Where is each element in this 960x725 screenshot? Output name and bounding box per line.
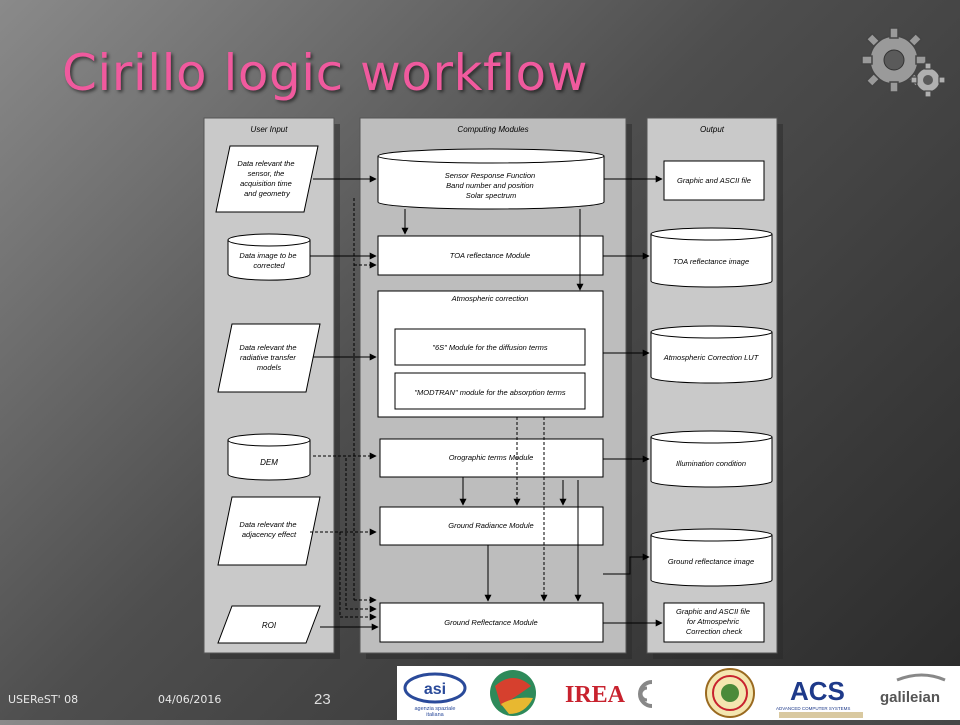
svg-text:ADVANCED COMPUTER SYSTEMS: ADVANCED COMPUTER SYSTEMS <box>776 706 850 711</box>
svg-text:Ground Radiance Module: Ground Radiance Module <box>448 521 533 530</box>
svg-text:agenzia spaziale: agenzia spaziale <box>415 706 456 712</box>
slide-title: Cirillo logic workflow <box>62 44 588 102</box>
svg-text:Data relevant the radiat: Data relevant the radiative transfer mod… <box>239 343 298 372</box>
university-seal-logo <box>705 668 755 718</box>
input-adjacency-data: Data relevant the adjacency effect <box>217 496 321 566</box>
svg-text:ROI: ROI <box>262 621 277 630</box>
footer-event: USEReST' 08 <box>8 693 79 706</box>
module-atmospheric-correction: Atmospheric correction "6S" Module for t… <box>377 290 604 418</box>
module-orographic-terms: Orographic terms Module <box>379 438 604 478</box>
module-ground-radiance: Ground Radiance Module <box>379 506 604 546</box>
svg-text:TOA reflectance image: TOA reflectance image <box>673 257 749 266</box>
module-6s <box>394 328 586 366</box>
module-sensor-response: Sensor Response Function Band number and… <box>377 148 605 210</box>
irea-logo: IREA <box>565 680 653 708</box>
dashed-flow-arrows <box>310 198 548 621</box>
svg-text:DEM: DEM <box>260 458 278 467</box>
svg-text:Data relevant the sensor: Data relevant the sensor, the acquisitio… <box>237 159 296 198</box>
footer-date: 04/06/2016 <box>158 693 222 706</box>
svg-text:Atmospheric correction: Atmospheric correction <box>451 294 529 303</box>
output-correction-lut: Atmospheric Correction LUT <box>650 325 773 384</box>
output-toa-image: TOA reflectance image <box>650 227 773 288</box>
output-correction-check: Graphic and ASCII file for Atmospehric C… <box>663 602 765 643</box>
svg-text:"6S" Module for the diffusion: "6S" Module for the diffusion terms <box>432 343 548 352</box>
globe-logo <box>490 670 536 716</box>
svg-text:Graphic and ASCII file f: Graphic and ASCII file for Atmospehric C… <box>676 607 752 636</box>
flow-arrows <box>310 175 663 631</box>
module-modtran <box>394 372 586 410</box>
input-radiative-data: Data relevant the radiative transfer mod… <box>217 323 321 393</box>
svg-text:Ground reflectance image: Ground reflectance image <box>668 557 754 566</box>
galileian-logo: galileian <box>880 673 946 706</box>
svg-text:TOA reflectance Module: TOA reflectance Module <box>450 251 530 260</box>
column-header-output: Output <box>700 125 725 134</box>
svg-text:Data relevant the adjace: Data relevant the adjacency effect <box>239 520 298 539</box>
output-graphic-ascii: Graphic and ASCII file <box>663 160 765 201</box>
page-number: 23 <box>314 691 331 708</box>
svg-text:Illumination condition: Illumination condition <box>676 459 746 468</box>
svg-text:Graphic and ASCII file: Graphic and ASCII file <box>677 176 751 185</box>
column-header-computing: Computing Modules <box>457 125 528 134</box>
svg-text:IREA: IREA <box>565 682 626 708</box>
svg-text:Sensor Response Function: Sensor Response Function Band number and… <box>445 171 538 200</box>
svg-text:"MODTRAN" module for the abso: "MODTRAN" module for the absorption term… <box>414 388 565 397</box>
input-sensor-data: Data relevant the sensor, the acquisitio… <box>215 145 319 213</box>
svg-text:Ground Reflectance Module: Ground Reflectance Module <box>444 618 537 627</box>
input-image-data: Data image to be corrected <box>227 233 311 281</box>
svg-text:Atmospheric Correction LUT: Atmospheric Correction LUT <box>663 353 760 362</box>
svg-text:Orographic terms Module: Orographic terms Module <box>449 453 534 462</box>
input-roi: ROI <box>217 605 321 644</box>
column-header-input: User Input <box>251 125 289 134</box>
module-ground-reflectance: Ground Reflectance Module <box>379 602 604 643</box>
output-illumination: Illumination condition <box>650 430 773 488</box>
acs-logo: ACS ADVANCED COMPUTER SYSTEMS <box>776 676 863 718</box>
svg-text:asi: asi <box>424 681 446 698</box>
module-toa-reflectance: TOA reflectance Module <box>377 235 604 276</box>
svg-text:italiana: italiana <box>426 712 444 718</box>
svg-text:Data image to be correct: Data image to be corrected <box>239 251 298 270</box>
svg-text:galileian: galileian <box>880 689 940 706</box>
svg-text:ACS: ACS <box>790 676 845 706</box>
input-dem: DEM <box>227 433 311 481</box>
asi-logo: asi agenzia spaziale italiana <box>403 672 467 718</box>
partner-logos: asi agenzia spaziale italiana IREA ACS A… <box>397 666 960 720</box>
gears-icon <box>861 27 946 98</box>
output-ground-image: Ground reflectance image <box>650 528 773 587</box>
